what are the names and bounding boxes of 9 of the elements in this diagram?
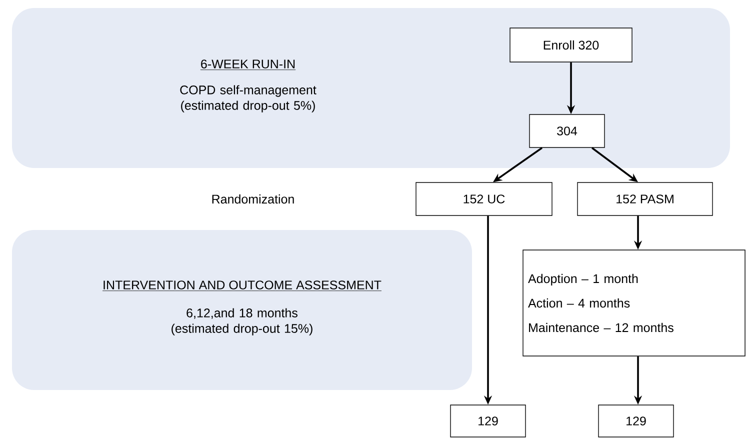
process-box: Enroll 320 [510,28,632,62]
process-box: 152 UC [416,182,552,216]
label-text: Randomization [212,194,294,204]
process-box: 129 [450,404,526,438]
process-box: Adoption – 1 month Action – 4 months Maintenance – 12 months [522,250,746,356]
section-band: INTERVENTION AND OUTCOME ASSESSMENT 6,12,and 18 months (estimated drop-out 15%) [12,230,472,390]
process-box: 304 [529,114,605,148]
process-box: 129 [598,404,674,438]
process-box: 152 PASM [577,182,713,216]
